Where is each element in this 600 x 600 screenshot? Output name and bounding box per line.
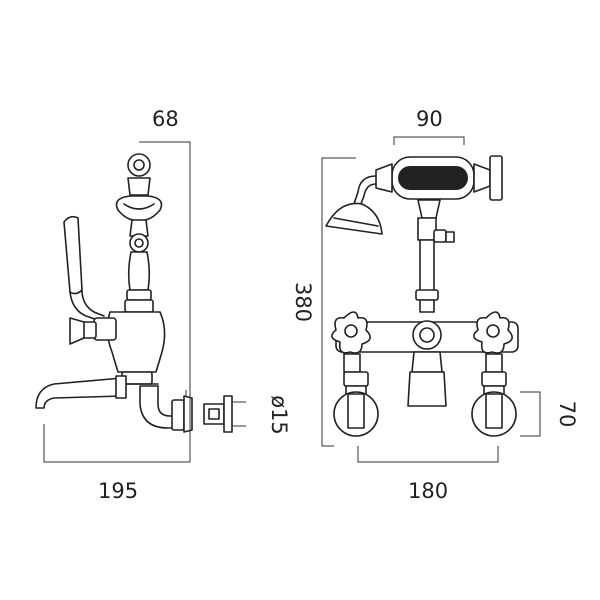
side-spout bbox=[35, 375, 127, 409]
side-wall-connector bbox=[139, 385, 233, 433]
front-handset bbox=[325, 155, 503, 235]
front-dimension-lines bbox=[321, 136, 541, 463]
side-lever-handle bbox=[63, 215, 105, 321]
side-top-width-label: 68 bbox=[152, 107, 179, 131]
front-spout bbox=[407, 351, 447, 407]
side-dimension-lines bbox=[43, 141, 246, 463]
side-riser bbox=[124, 251, 154, 313]
side-view: 68 195 ø15 bbox=[35, 107, 291, 503]
front-wall-connector-right bbox=[471, 371, 517, 437]
front-cross-handle-left bbox=[331, 311, 371, 373]
front-mount-height-label: 70 bbox=[555, 401, 579, 428]
front-handset-width-label: 90 bbox=[416, 107, 443, 131]
side-overall-width-label: 195 bbox=[98, 479, 138, 503]
front-view: 90 380 180 70 bbox=[291, 107, 579, 503]
side-valve-body bbox=[69, 311, 166, 385]
front-centres-label: 180 bbox=[408, 479, 448, 503]
front-body-bar bbox=[335, 320, 519, 353]
front-wall-connector-left bbox=[333, 371, 379, 437]
front-riser bbox=[415, 199, 455, 313]
front-overall-height-label: 380 bbox=[291, 282, 315, 322]
front-cross-handle-right bbox=[473, 311, 513, 373]
pipe-diameter-label: ø15 bbox=[267, 395, 291, 435]
side-handset-cradle bbox=[115, 153, 163, 253]
